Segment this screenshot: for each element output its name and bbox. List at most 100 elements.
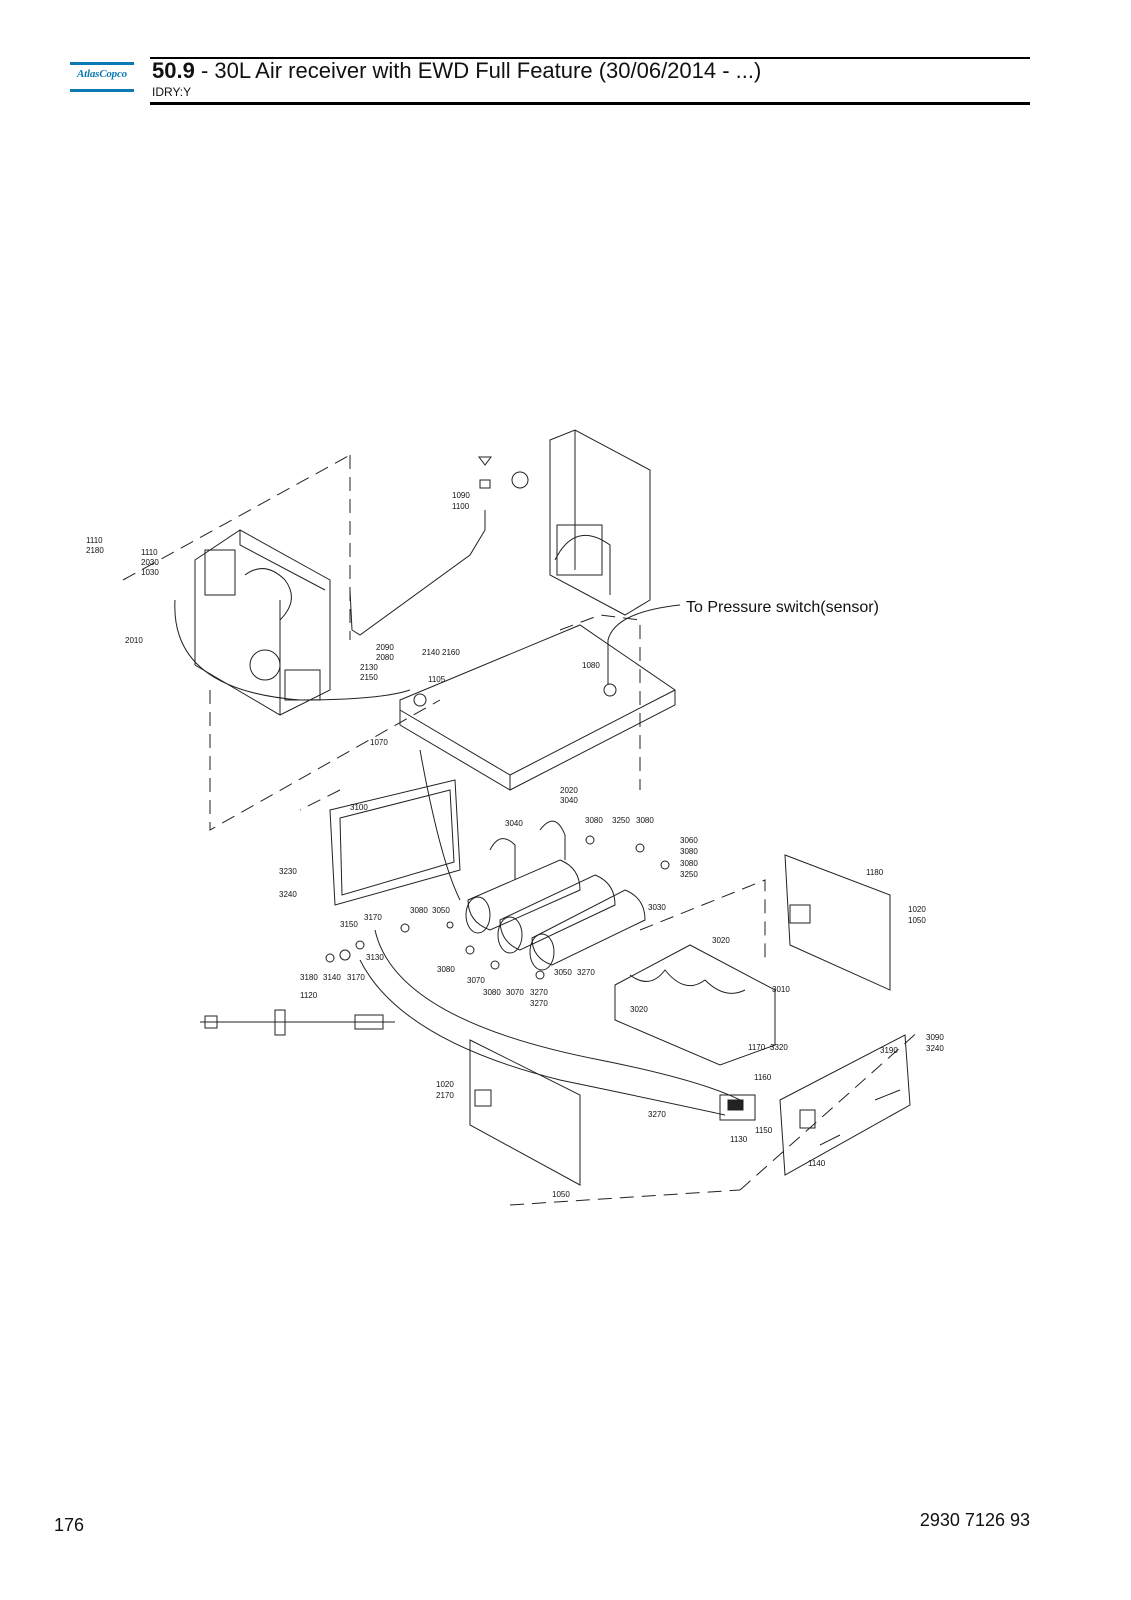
logo-bar-bottom	[70, 89, 134, 92]
part-callout-label: 3030	[648, 903, 666, 912]
part-callout-label: 1160	[754, 1073, 772, 1082]
page-subtitle: IDRY:Y	[152, 85, 192, 99]
part-callout-label: 1020	[436, 1080, 454, 1089]
part-callout-label: 3060	[680, 836, 698, 845]
document-number: 2930 7126 93	[919, 1510, 1030, 1530]
part-callout-label: 3050	[432, 906, 450, 915]
part-callout-label: 3080	[483, 988, 501, 997]
part-callout-label: 1120	[300, 991, 318, 1000]
part-callout-label: 3070	[506, 988, 524, 997]
part-callout-label: 1050	[552, 1190, 570, 1199]
part-callout-label: 2150	[360, 673, 378, 682]
part-callout-label: 1070	[370, 738, 388, 747]
part-callout-label: 2130	[360, 663, 378, 672]
part-callout-label: 3020	[712, 936, 730, 945]
part-callout-label: 3240	[926, 1044, 944, 1053]
part-callout-label: 3250	[612, 816, 630, 825]
supply-tube	[419, 749, 461, 901]
part-callout-label: 1030	[141, 568, 159, 577]
part-callout-label: 2180	[86, 546, 104, 555]
dashed-assembly-lines	[122, 454, 921, 1206]
sensor-callout-note: To Pressure switch(sensor)	[686, 599, 879, 616]
drain-tube-1	[374, 929, 741, 1101]
drain-unit	[719, 1094, 756, 1121]
header-rule-top	[150, 57, 1030, 59]
part-callout-label: 3050	[554, 968, 572, 977]
part-callout-label: 1110	[141, 548, 158, 557]
part-callout-label: 1090	[452, 491, 470, 500]
part-callout-label: 2080	[376, 653, 394, 662]
dryer-unit	[194, 529, 331, 716]
part-callout-label: 3170	[364, 913, 382, 922]
connection-tube	[174, 599, 411, 701]
front-panel	[779, 1034, 911, 1176]
part-callout-label: 2010	[125, 636, 143, 645]
top-panel	[549, 429, 651, 616]
part-callout-label: 3090	[926, 1033, 944, 1042]
part-callout-label: 1020	[908, 905, 926, 914]
part-callout-label: 3080	[437, 965, 455, 974]
part-callout-label: 2160	[442, 648, 460, 657]
part-callout-label: 2020	[560, 786, 578, 795]
hose-right	[539, 820, 566, 860]
part-callout-label: 1080	[582, 661, 600, 670]
part-callout-label: 3080	[410, 906, 428, 915]
page-number: 176	[54, 1515, 85, 1535]
part-callout-label: 2170	[436, 1091, 454, 1100]
part-callout-label: 2090	[376, 643, 394, 652]
section-number: 50.9	[152, 58, 195, 83]
part-callout-label: 3250	[680, 870, 698, 879]
part-callout-label: 1050	[908, 916, 926, 925]
part-callout-label: 1170	[748, 1043, 766, 1052]
gasket	[511, 471, 529, 489]
sensor-leader-line	[607, 604, 681, 685]
part-callout-label: 1105	[428, 675, 446, 684]
part-callout-label: 3080	[680, 847, 698, 856]
atlas-copco-logo: AtlasCopco	[70, 62, 134, 92]
part-callout-label: 3140	[323, 973, 341, 982]
part-callout-label: 1140	[808, 1159, 826, 1168]
pipe-fittings	[478, 456, 492, 489]
part-callout-label: 3230	[279, 867, 297, 876]
part-callout-label: 3100	[350, 803, 368, 812]
part-callout-label: 3170	[347, 973, 365, 982]
receiver-cradle	[614, 944, 776, 1066]
part-callout-label: 1150	[755, 1126, 773, 1135]
bottom-left-panel	[469, 1039, 581, 1186]
logo-wordmark: AtlasCopco	[77, 68, 127, 80]
part-callout-label: 3020	[630, 1005, 648, 1014]
drain-tube-2	[359, 959, 726, 1116]
part-callout-label: 1180	[866, 868, 884, 877]
hose-left	[489, 838, 516, 880]
part-callout-label: 1100	[452, 502, 470, 511]
part-callout-label: 3080	[585, 816, 603, 825]
logo-bar-top	[70, 62, 134, 65]
part-callout-label: 1110	[86, 536, 103, 545]
part-callout-label: 2140	[422, 648, 440, 657]
part-callout-label: 1130	[730, 1135, 748, 1144]
part-callout-label: 3270	[530, 988, 548, 997]
part-callout-label: 3320	[770, 1043, 788, 1052]
part-callout-label: 3070	[467, 976, 485, 985]
part-callout-label: 2030	[141, 558, 159, 567]
part-callout-label: 3240	[279, 890, 297, 899]
pressure-pipe	[349, 510, 486, 636]
part-callout-label: 3270	[577, 968, 595, 977]
right-side-panel	[784, 854, 891, 991]
part-callout-label: 3080	[636, 816, 654, 825]
part-callout-label: 3130	[366, 953, 384, 962]
part-callout-label: 3270	[530, 999, 548, 1008]
back-panel	[329, 779, 461, 906]
part-callout-label: 3040	[505, 819, 523, 828]
valve-fittings	[325, 835, 670, 980]
part-callout-label: 3270	[648, 1110, 666, 1119]
part-callout-label: 3080	[680, 859, 698, 868]
air-receivers	[465, 859, 646, 971]
base-plate	[399, 624, 676, 791]
part-callout-label: 3150	[340, 920, 358, 929]
part-callout-label: 3040	[560, 796, 578, 805]
page-title: 50.9 - 30L Air receiver with EWD Full Fe…	[152, 58, 761, 84]
part-callout-label: 3180	[300, 973, 318, 982]
